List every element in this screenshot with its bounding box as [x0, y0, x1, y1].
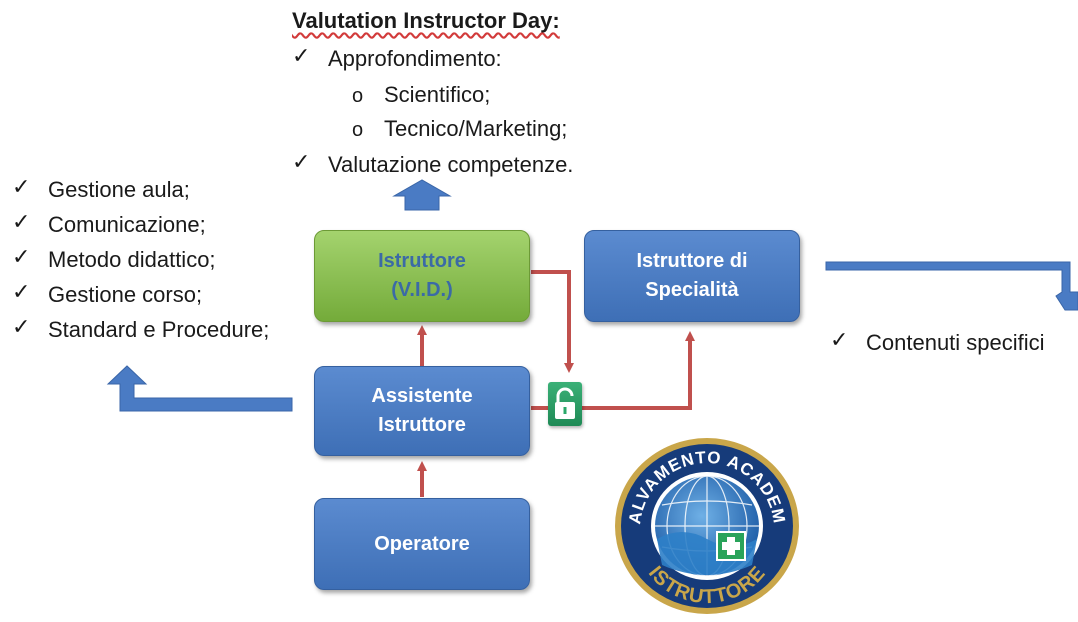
valutation-title: Valutation Instructor Day:	[292, 8, 560, 33]
check-icon: ✓	[292, 44, 311, 69]
check-icon: ✓	[12, 210, 31, 235]
check-icon: ✓	[292, 150, 311, 175]
bullet-icon: o	[352, 85, 364, 107]
left-item-gestione-aula: Gestione aula;	[48, 177, 190, 202]
box-operatore: Operatore	[314, 498, 530, 590]
lock-icon	[548, 382, 582, 426]
box-operatore-label: Operatore	[374, 532, 470, 555]
box-assistente-line2: Istruttore	[378, 414, 466, 436]
bullet-icon: o	[352, 119, 364, 141]
left-item-gestione-corso: Gestione corso;	[48, 282, 203, 307]
box-assistente-line1: Assistente	[371, 385, 473, 407]
valutation-subitem-scientifico: Scientifico;	[384, 82, 491, 107]
check-icon: ✓	[830, 328, 849, 353]
connector-istruttore-to-lock	[531, 270, 574, 373]
box-istruttore-vid: Istruttore (V.I.D.)	[314, 230, 530, 322]
left-item-standard-procedure: Standard e Procedure;	[48, 317, 270, 342]
check-icon: ✓	[12, 280, 31, 305]
connector-assistente-to-specialita	[531, 331, 695, 410]
left-item-metodo-didattico: Metodo didattico;	[48, 247, 216, 272]
box-istruttore-line2: (V.I.D.)	[391, 279, 453, 301]
valutation-item-approfondimento: Approfondimento:	[328, 46, 502, 71]
check-icon: ✓	[12, 315, 31, 340]
badge-logo: SALVAMENTO ACADEMY ISTRUTTORE	[606, 420, 802, 622]
check-icon: ✓	[12, 175, 31, 200]
up-arrow-to-valutation	[392, 179, 452, 211]
check-icon: ✓	[12, 245, 31, 270]
box-assistente-istruttore: Assistente Istruttore	[314, 366, 530, 456]
valutation-item-competenze: Valutazione competenze.	[328, 152, 574, 177]
box-istruttore-specialita: Istruttore di Specialità	[584, 230, 800, 322]
right-item-contenuti-specifici: Contenuti specifici	[866, 330, 1045, 355]
elbow-arrow-to-right-list	[825, 261, 1078, 311]
box-specialita-line1: Istruttore di	[636, 250, 748, 272]
valutation-subitem-tecnico: Tecnico/Marketing;	[384, 116, 568, 141]
elbow-arrow-to-left-list	[106, 365, 293, 412]
box-istruttore-line1: Istruttore	[378, 250, 466, 272]
box-specialita-line2: Specialità	[645, 279, 739, 301]
left-item-comunicazione: Comunicazione;	[48, 212, 206, 237]
